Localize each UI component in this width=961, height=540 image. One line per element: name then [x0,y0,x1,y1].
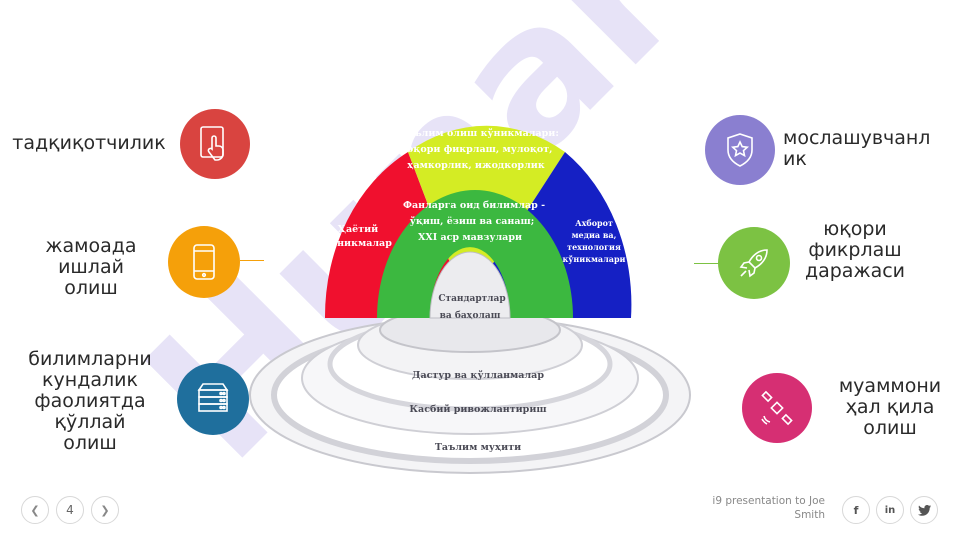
adaptability-circle [705,115,775,185]
chevron-left-icon: ❮ [30,503,40,517]
high-thinking-circle [718,227,790,299]
ring-label-2: Касбий ривожлантириш [409,404,546,415]
label-line: олиш [863,417,917,439]
server-icon [197,383,229,412]
arch-green-segment [377,190,573,318]
twitter-share-button[interactable] [910,496,938,524]
ring-label-1: Дастур ва қўлланмалар [412,370,544,381]
rocket-icon [739,249,768,278]
smartphone-icon [193,244,215,280]
credit-line-2: Smith [794,509,825,521]
facebook-share-button[interactable]: f [842,496,870,524]
connector-left [240,260,264,261]
arch-red-text-2: кўникмалар [324,238,392,249]
facebook-icon: f [853,503,859,517]
arch-red-text-1: Ҳаётий [338,224,378,235]
prev-page-button[interactable]: ❮ [21,496,49,524]
label-line: билимларни [28,348,152,370]
apply-knowledge-circle [177,363,249,435]
label-line: олиш [63,432,117,454]
linkedin-icon: in [884,504,896,516]
arch-blue-text-3: технология [567,242,621,252]
shield-star-icon [727,133,753,167]
next-page-button[interactable]: ❯ [91,496,119,524]
label-line: даражаси [804,260,906,282]
page-number: 4 [56,496,84,524]
arch-green-text-3: XXI аср мавзулари [418,232,522,243]
arch-yellow-text-2: юқори фикрлаш, мулоқот, [404,144,553,155]
twitter-icon [917,504,931,516]
label-line: мослашувчанл [783,127,931,149]
arch-gray-text-2: ва баҳолаш [440,310,501,321]
arch-green-text-1: Фанларга оид билимлар - [403,200,545,211]
label-teamwork: жамоада ишлай олиш [16,236,166,299]
label-adaptability: мослашувчанл ик [783,128,953,170]
arch-gray-segment [429,251,511,319]
base-rings [249,307,691,474]
label-line: юқори [823,218,887,240]
label-line: ҳал қила [845,396,935,418]
ring-label-3: Таълим муҳити [435,442,521,453]
tablet-touch-icon [200,126,224,161]
label-line: фаолиятда [34,390,146,412]
label-apply-knowledge: билимларни кундалик фаолиятда қўллай оли… [10,349,170,454]
label-line: ишлай [58,256,124,278]
label-research: тадқиқотчилик [8,133,170,154]
arch-yellow-text-3: ҳамкорлик, ижодкорлик [407,160,545,171]
research-circle [180,109,250,179]
label-line: қўллай [54,411,126,433]
linkedin-share-button[interactable]: in [876,496,904,524]
label-line: фикрлаш [808,239,902,261]
arch-gray-text-1: Стандартлар [438,294,505,304]
presentation-credit: i9 presentation to Joe Smith [675,494,825,522]
label-line: жамоада [45,235,137,257]
arch-blue-text-4: кўникмалари [563,254,626,264]
chevron-right-icon: ❯ [100,503,110,517]
satellite-icon [761,390,793,426]
label-line: муаммони [838,375,942,397]
arch-yellow-text-1: Таълим олиш кўникмалари: [401,128,559,139]
arch-blue-text-2: медиа ва, [572,230,617,240]
arch-blue-text-1: Ахборот [575,218,613,228]
connector-right [694,263,720,264]
label-line: кундалик [42,369,138,391]
arch-green-text-2: ўқиш, ёзиш ва санаш; [410,216,535,227]
label-high-thinking: юқори фикрлаш даражаси [800,219,910,282]
label-line: ик [783,148,807,170]
page-number-text: 4 [66,503,74,517]
label-problem-solving: муаммони ҳал қила олиш [830,376,950,439]
label-line: тадқиқотчилик [12,132,166,154]
label-line: олиш [64,277,118,299]
teamwork-circle [168,226,240,298]
problem-solving-circle [742,373,812,443]
credit-line-1: i9 presentation to Joe [712,495,825,507]
